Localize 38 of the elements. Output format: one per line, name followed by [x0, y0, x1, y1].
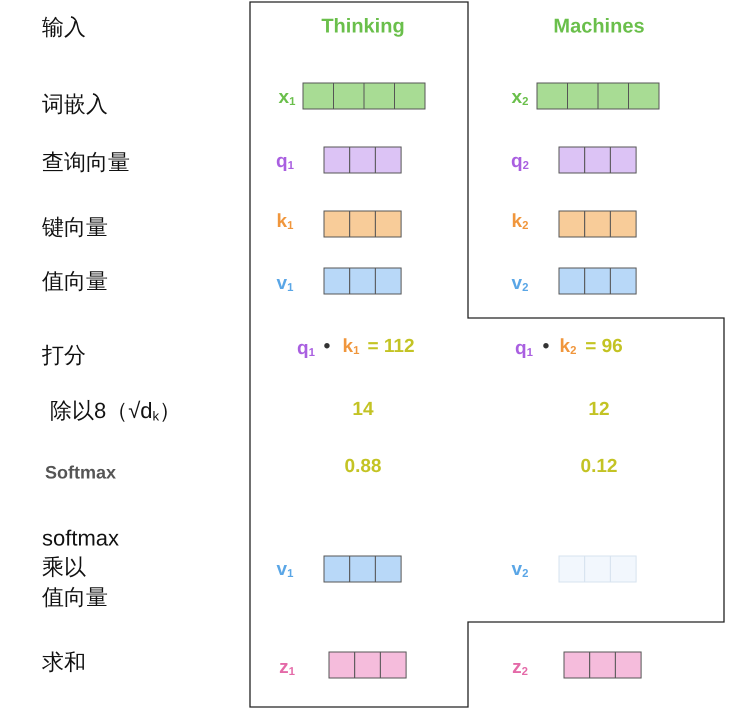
row-label: 打分: [42, 342, 86, 368]
vector-symbol: z$_{1}$: [279, 656, 295, 680]
column-heading: Machines: [553, 16, 645, 38]
row-label: softmax: [42, 525, 120, 551]
vector-symbol: v$_{2}$: [512, 558, 528, 582]
vector-symbol: q$_{1}$: [276, 150, 294, 174]
vector-symbol: x$_{2}$: [512, 86, 528, 110]
vector-symbol: k$_{2}$: [512, 210, 528, 234]
vector-symbol: x$_{1}$: [278, 86, 296, 110]
column-heading: Thinking: [321, 16, 405, 38]
row-label: 键向量: [42, 214, 108, 240]
score-value: 0.12: [580, 456, 618, 478]
vector-symbol: k$_{1}$: [342, 336, 360, 358]
row-label: 值向量: [42, 268, 108, 294]
vector-symbol: k$_{2}$: [560, 336, 576, 358]
row-label: 求和: [42, 649, 86, 675]
vector-symbol: q$_{1}$: [515, 338, 533, 360]
row-label: 输入: [42, 14, 86, 40]
score-value: = 112: [367, 336, 415, 358]
vector-symbol: q$_{1}$: [297, 338, 315, 360]
score-value: = 96: [585, 336, 623, 358]
score-value: 14: [352, 399, 374, 421]
vector-symbol: q$_{2}$: [511, 150, 529, 174]
row-label: Softmax: [45, 462, 116, 484]
vector-symbol: z$_{2}$: [512, 656, 528, 680]
row-label: 值向量: [42, 584, 108, 610]
score-value: 12: [588, 399, 610, 421]
row-label: 词嵌入: [42, 91, 108, 117]
vector-symbol: v$_{1}$: [276, 558, 294, 582]
score-value: 0.88: [344, 456, 382, 478]
operator: •: [324, 336, 330, 358]
row-label: 乘以: [42, 554, 86, 580]
vector-symbol: k$_{1}$: [276, 210, 294, 234]
operator: •: [542, 336, 550, 358]
row-label: 查询向量: [42, 149, 130, 175]
vector-symbol: v$_{2}$: [512, 272, 528, 296]
row-label: 除以8（√d$_{k}$）: [50, 398, 182, 424]
vector-symbol: v$_{1}$: [276, 272, 294, 296]
